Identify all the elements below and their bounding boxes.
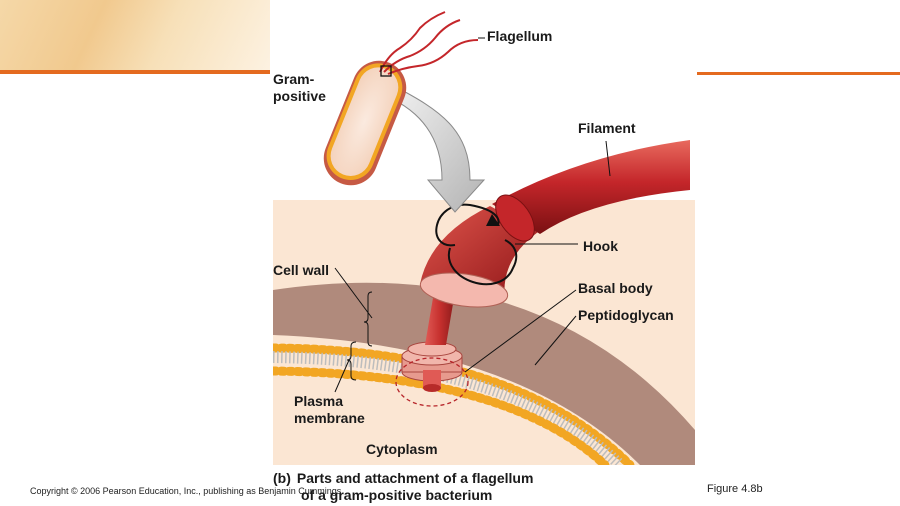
label-plasma-1: Plasma (294, 393, 344, 409)
flagellum-rod (425, 292, 455, 345)
flagellum-strand-2 (383, 19, 461, 73)
membrane-tails (273, 351, 625, 465)
membrane-inner-heads (273, 366, 610, 465)
label-gram-2: positive (273, 88, 326, 104)
caption-part: (b) (273, 470, 291, 486)
bacterium-cell (323, 60, 407, 186)
leader-cell-wall (334, 267, 373, 319)
header-rule-right (697, 72, 900, 75)
label-flagellum: Flagellum (487, 28, 553, 44)
label-plasma-2: membrane (294, 410, 365, 426)
filament-shape (492, 140, 690, 234)
caption-line-2: of a gram-positive bacterium (301, 487, 493, 503)
hook-filament-joint (495, 194, 535, 242)
cell-envelope-section (273, 200, 695, 465)
label-gram-1: Gram- (273, 71, 315, 87)
leader-filament (605, 140, 611, 177)
label-filament: Filament (578, 120, 636, 136)
figure-reference: Figure 4.8b (707, 483, 763, 495)
label-cytoplasm: Cytoplasm (366, 441, 438, 457)
cell-wall-band (273, 282, 695, 465)
membrane-outer-heads (273, 343, 635, 465)
membrane-brace (346, 341, 357, 381)
rotation-arrow-top (435, 203, 500, 247)
decorative-corner-banner (0, 0, 270, 74)
basal-body (395, 341, 469, 407)
zoom-box (380, 65, 392, 77)
label-hook: Hook (583, 238, 618, 254)
flagellum-strand-3 (387, 39, 479, 75)
figure-caption: (b) Parts and attachment of a flagellum o… (273, 470, 533, 504)
hook-base-face (419, 272, 509, 308)
label-peptidoglycan: Peptidoglycan (578, 307, 674, 323)
copyright-notice: Copyright © 2006 Pearson Education, Inc.… (30, 486, 342, 496)
leader-basal-body (464, 289, 577, 373)
label-basal-body: Basal body (578, 280, 653, 296)
leader-plasma-membrane (334, 359, 350, 393)
caption-line-1: Parts and attachment of a flagellum (296, 470, 534, 486)
rotation-arrow-bottom (447, 239, 518, 286)
flagellum-strand-1 (379, 11, 446, 73)
leader-peptidoglycan (534, 315, 577, 366)
label-cell-wall: Cell wall (273, 262, 330, 278)
cell-wall-brace (363, 291, 373, 347)
magnify-arrow (385, 85, 486, 213)
